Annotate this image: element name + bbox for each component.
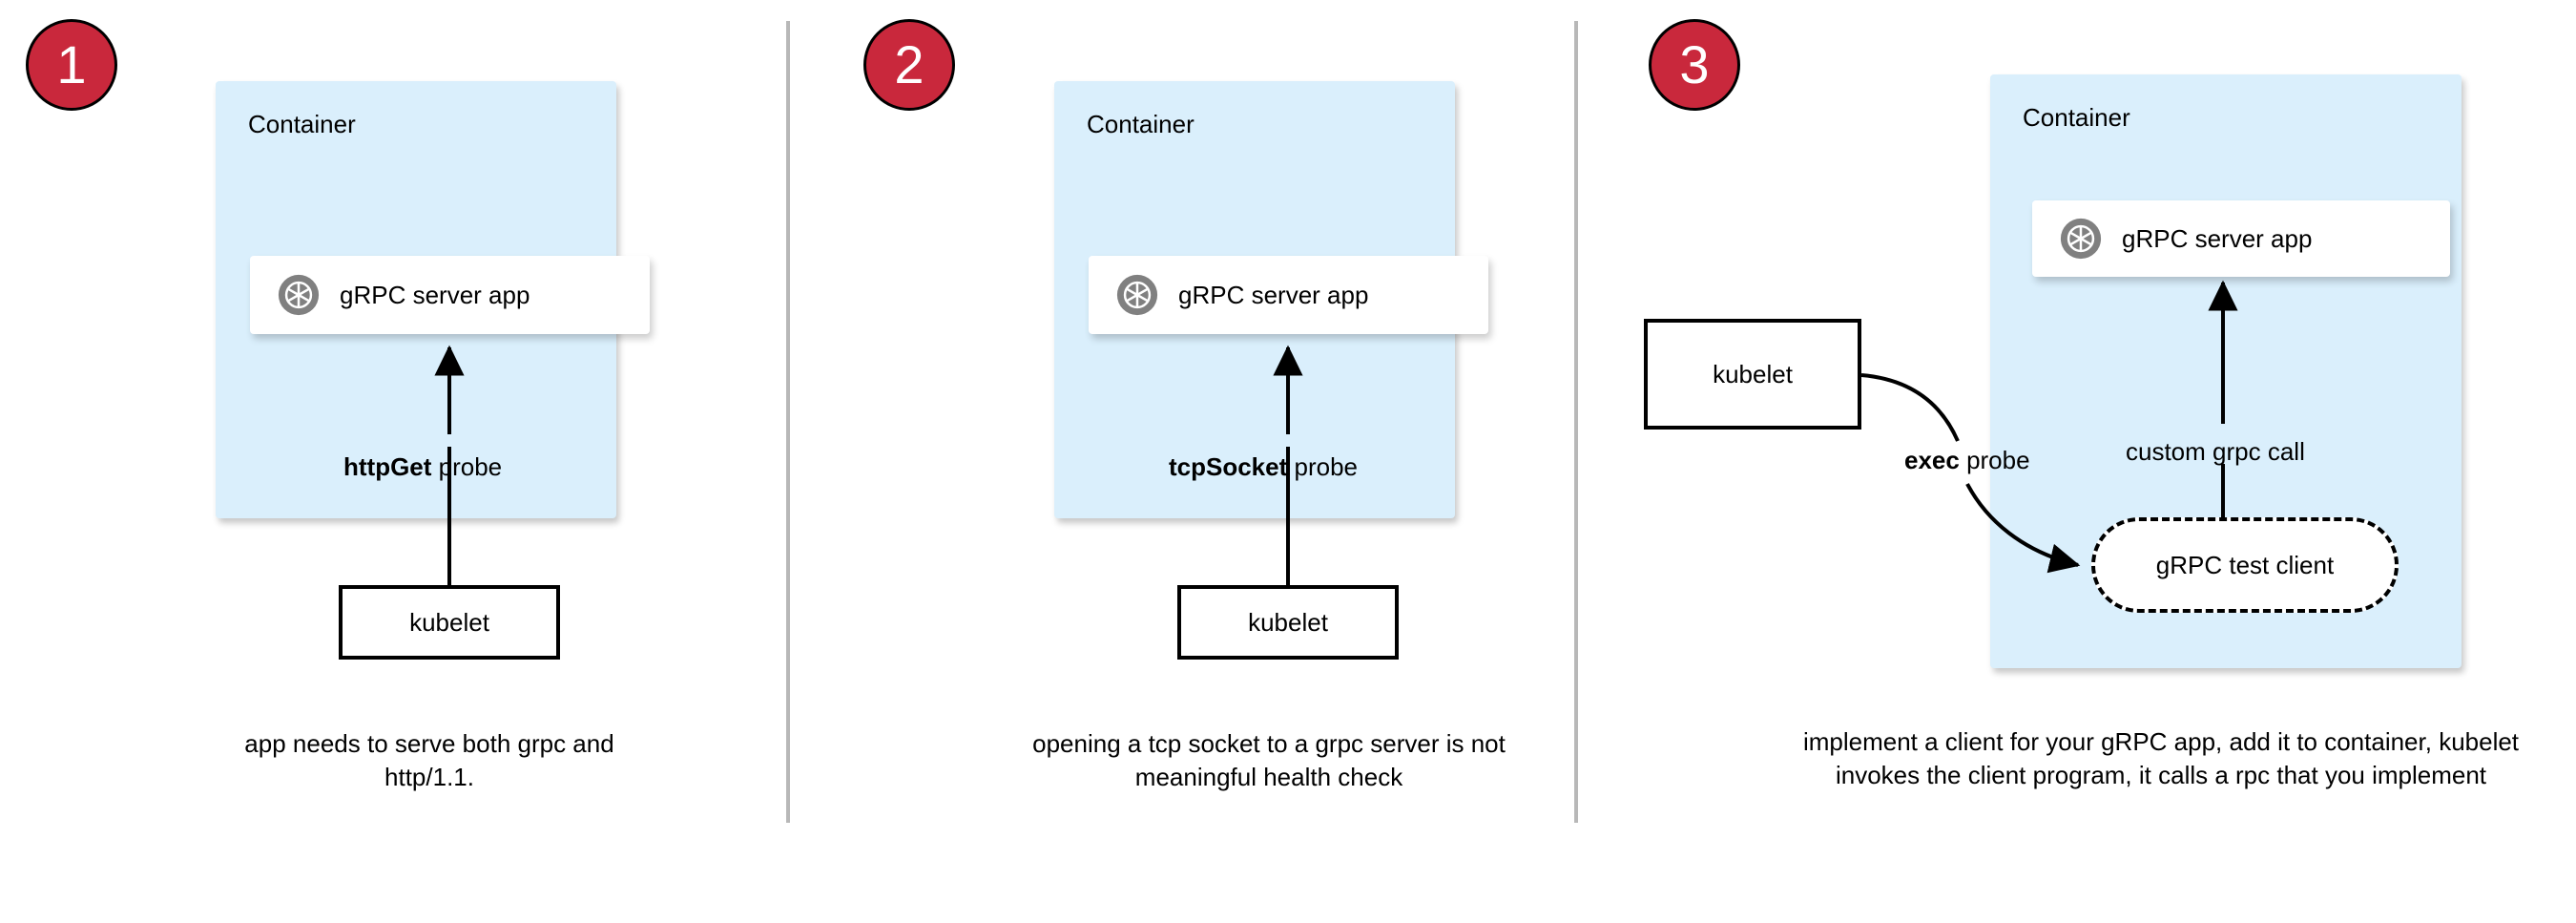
probe-label-httpget: httpGet probe	[343, 452, 502, 482]
kubelet-box-2: kubelet	[1177, 585, 1399, 660]
probe-label-tcpsocket: tcpSocket probe	[1169, 452, 1358, 482]
panel-caption-1: app needs to serve both grpc and http/1.…	[244, 729, 614, 792]
panel-caption-3: implement a client for your gRPC app, ad…	[1802, 727, 2520, 790]
step-number-2: 2	[894, 34, 924, 94]
grpc-logo-icon	[2059, 217, 2103, 261]
probe-label-httpget-suffix: probe	[431, 452, 503, 481]
grpc-server-app-card-2: gRPC server app	[1089, 256, 1488, 334]
container-label-1: Container	[248, 110, 356, 138]
panel-divider-1	[786, 21, 790, 823]
kubelet-label-1: kubelet	[409, 607, 489, 637]
custom-grpc-call-label: custom grpc call	[2126, 437, 2305, 466]
probe-label-tcpsocket-keyword: tcpSocket	[1169, 452, 1288, 481]
kubelet-label-3: kubelet	[1713, 359, 1793, 388]
grpc-server-app-label-3: gRPC server app	[2122, 223, 2313, 253]
step-number-1: 1	[56, 34, 87, 94]
panel-caption-2: opening a tcp socket to a grpc server is…	[1032, 729, 1506, 792]
grpc-server-app-label-2: gRPC server app	[1178, 280, 1369, 309]
probe-label-exec-suffix: probe	[1959, 446, 2030, 474]
grpc-logo-icon	[1115, 273, 1159, 317]
kubelet-box-3: kubelet	[1644, 319, 1861, 430]
step-badge-2: 2	[863, 19, 955, 111]
step-badge-3: 3	[1649, 19, 1740, 111]
grpc-test-client-label: gRPC test client	[2155, 550, 2335, 579]
step-badge-1: 1	[26, 19, 117, 111]
kubelet-label-2: kubelet	[1248, 607, 1328, 637]
grpc-server-app-card-3: gRPC server app	[2032, 200, 2450, 277]
grpc-logo-icon	[277, 273, 321, 317]
probe-label-exec-keyword: exec	[1904, 446, 1960, 474]
grpc-server-app-label-1: gRPC server app	[340, 280, 530, 309]
container-label-2: Container	[1087, 110, 1195, 138]
probe-label-exec: exec probe	[1904, 446, 2030, 475]
panel-divider-2	[1574, 21, 1578, 823]
probe-label-httpget-keyword: httpGet	[343, 452, 432, 481]
kubelet-box-1: kubelet	[339, 585, 560, 660]
probe-label-tcpsocket-suffix: probe	[1287, 452, 1358, 481]
grpc-server-app-card-1: gRPC server app	[250, 256, 650, 334]
container-label-3: Container	[2023, 103, 2130, 132]
grpc-test-client-shape: gRPC test client	[2091, 517, 2399, 613]
step-number-3: 3	[1679, 34, 1710, 94]
